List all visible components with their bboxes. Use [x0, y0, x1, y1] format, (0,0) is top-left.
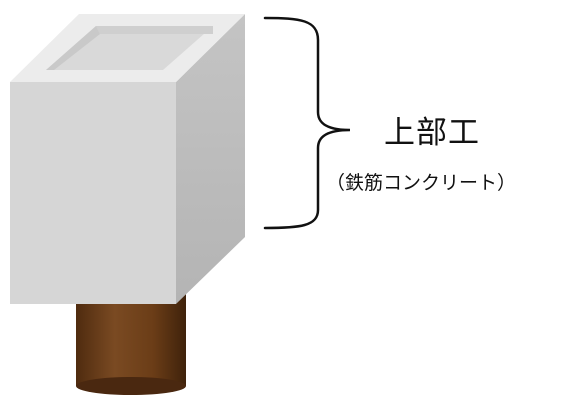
label-reinforced-concrete: （鉄筋コンクリート） [326, 172, 517, 194]
box-opening-left-wall [46, 26, 100, 70]
box-side-face [176, 14, 245, 304]
box-opening-back-wall [96, 26, 213, 34]
concrete-box [10, 14, 245, 304]
curly-brace [263, 16, 351, 230]
box-front-face [10, 82, 176, 304]
label-superstructure: 上部工 [384, 115, 480, 151]
pile-bottom [76, 377, 186, 395]
